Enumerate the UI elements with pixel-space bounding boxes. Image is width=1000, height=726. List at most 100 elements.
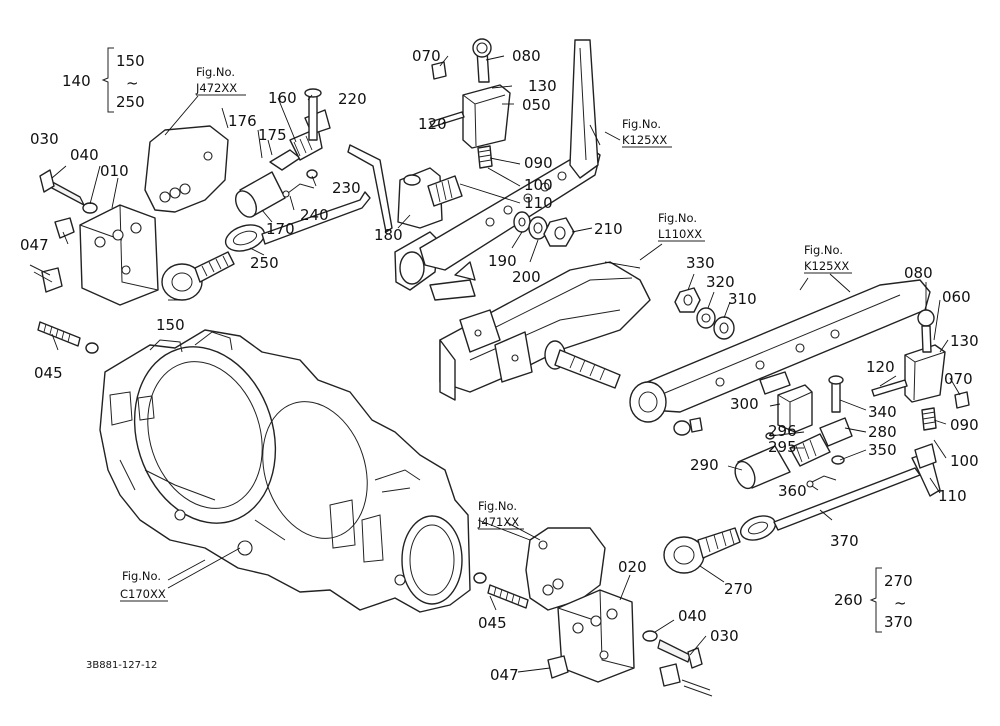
fig-ref-l110[interactable]: Fig.No. L110XX bbox=[658, 211, 705, 242]
fig-ref-code: L110XX bbox=[658, 227, 702, 241]
drawing-id: 3B881-127-12 bbox=[86, 660, 157, 671]
part-label[interactable]: 320 bbox=[706, 273, 735, 291]
part-label[interactable]: 230 bbox=[332, 179, 361, 197]
fig-ref-j471[interactable]: Fig.No. J471XX bbox=[477, 499, 524, 530]
fig-ref-code: K125XX bbox=[804, 259, 849, 273]
bracket-010 bbox=[29, 169, 159, 306]
fig-ref-k125-top[interactable]: Fig.No. K125XX bbox=[622, 117, 672, 148]
pin-220 bbox=[282, 88, 322, 198]
part-label[interactable]: 050 bbox=[522, 96, 551, 114]
part-label[interactable]: 120 bbox=[418, 115, 447, 133]
part-label[interactable]: 210 bbox=[594, 220, 623, 238]
part-label[interactable]: 180 bbox=[374, 226, 403, 244]
part-label[interactable]: 070 bbox=[944, 370, 973, 388]
part-label[interactable]: 190 bbox=[488, 252, 517, 270]
stud-045-left bbox=[37, 321, 99, 354]
fig-ref-prefix: Fig.No. bbox=[196, 65, 235, 79]
washers-330-320-310 bbox=[674, 287, 735, 340]
bracket-020 bbox=[557, 589, 635, 683]
rod-250 bbox=[224, 144, 393, 252]
part-label[interactable]: 110 bbox=[524, 194, 553, 212]
ball-joint-150 bbox=[161, 251, 235, 301]
part-label[interactable]: 040 bbox=[70, 146, 99, 164]
fig-ref-code: J471XX bbox=[477, 515, 519, 529]
part-label[interactable]: 296 bbox=[768, 422, 797, 440]
part-label[interactable]: 300 bbox=[730, 395, 759, 413]
group-top-label: 140 bbox=[62, 72, 91, 90]
bracket-300 bbox=[759, 371, 844, 433]
part-label[interactable]: 045 bbox=[478, 614, 507, 632]
part-label[interactable]: 360 bbox=[778, 482, 807, 500]
part-label[interactable]: 047 bbox=[490, 666, 519, 684]
bracket-060 bbox=[871, 309, 970, 431]
part-label[interactable]: 110 bbox=[938, 487, 967, 505]
rod-370 bbox=[739, 443, 941, 541]
lift-frame-right bbox=[629, 279, 931, 436]
part-callouts: 070 080 130 050 120 090 100 110 160 220 … bbox=[20, 47, 979, 684]
group-top-range-from: 150 bbox=[116, 52, 145, 70]
part-label[interactable]: 170 bbox=[266, 220, 295, 238]
part-label[interactable]: 040 bbox=[678, 607, 707, 625]
group-brace-bottom: 260 270 ~ 370 bbox=[834, 567, 913, 633]
turnbuckle-280-290 bbox=[734, 417, 853, 490]
fig-ref-prefix: Fig.No. bbox=[622, 117, 661, 131]
fig-ref-j472[interactable]: Fig.No. J472XX bbox=[195, 65, 246, 96]
fig-ref-c170[interactable]: Fig.No. C170XX bbox=[120, 569, 168, 602]
part-label[interactable]: 200 bbox=[512, 268, 541, 286]
part-label[interactable]: 270 bbox=[724, 580, 753, 598]
fig-ref-k125-right[interactable]: Fig.No. K125XX bbox=[804, 243, 852, 274]
part-label[interactable]: 175 bbox=[258, 126, 287, 144]
part-label[interactable]: 160 bbox=[268, 89, 297, 107]
part-label[interactable]: 310 bbox=[728, 290, 757, 308]
group-brace-top: 140 150 ~ 250 bbox=[62, 47, 145, 113]
lift-arm-l110 bbox=[439, 261, 651, 401]
part-label[interactable]: 250 bbox=[250, 254, 279, 272]
part-label[interactable]: 220 bbox=[338, 90, 367, 108]
group-bottom-range-from: 270 bbox=[884, 572, 913, 590]
part-label[interactable]: 030 bbox=[710, 627, 739, 645]
lift-frame-top bbox=[419, 39, 601, 271]
fig-ref-prefix: Fig.No. bbox=[478, 499, 517, 513]
part-label[interactable]: 090 bbox=[950, 416, 979, 434]
part-label[interactable]: 090 bbox=[524, 154, 553, 172]
fig-ref-prefix: Fig.No. bbox=[658, 211, 697, 225]
part-label[interactable]: 045 bbox=[34, 364, 63, 382]
group-bottom-range-to: 370 bbox=[884, 613, 913, 631]
part-label[interactable]: 100 bbox=[950, 452, 979, 470]
part-label[interactable]: 150 bbox=[156, 316, 185, 334]
part-label[interactable]: 080 bbox=[904, 264, 933, 282]
part-label[interactable]: 100 bbox=[524, 176, 553, 194]
washers-190-200-210 bbox=[513, 211, 575, 247]
part-label[interactable]: 047 bbox=[20, 236, 49, 254]
part-label[interactable]: 130 bbox=[528, 77, 557, 95]
part-label[interactable]: 370 bbox=[830, 532, 859, 550]
drawing-geometry bbox=[29, 38, 970, 697]
part-label[interactable]: 030 bbox=[30, 130, 59, 148]
part-label[interactable]: 130 bbox=[950, 332, 979, 350]
part-label[interactable]: 280 bbox=[868, 423, 897, 441]
part-label[interactable]: 295 bbox=[768, 438, 797, 456]
fig-ref-prefix: Fig.No. bbox=[122, 569, 161, 583]
stud-045-bottom bbox=[473, 572, 529, 609]
fig-ref-prefix: Fig.No. bbox=[804, 243, 843, 257]
group-bottom-tilde: ~ bbox=[894, 594, 907, 612]
part-label[interactable]: 290 bbox=[690, 456, 719, 474]
part-label[interactable]: 176 bbox=[228, 112, 257, 130]
part-label[interactable]: 350 bbox=[868, 441, 897, 459]
part-label[interactable]: 340 bbox=[868, 403, 897, 421]
part-label[interactable]: 010 bbox=[100, 162, 129, 180]
bracket-050 bbox=[429, 38, 511, 169]
part-label[interactable]: 080 bbox=[512, 47, 541, 65]
group-top-tilde: ~ bbox=[126, 74, 139, 92]
fig-ref-code: J472XX bbox=[195, 81, 237, 95]
part-label[interactable]: 060 bbox=[942, 288, 971, 306]
part-label[interactable]: 330 bbox=[686, 254, 715, 272]
part-label[interactable]: 120 bbox=[866, 358, 895, 376]
ball-joint-270 bbox=[663, 527, 741, 574]
plate-j471 bbox=[525, 527, 606, 611]
part-label[interactable]: 070 bbox=[412, 47, 441, 65]
part-label[interactable]: 020 bbox=[618, 558, 647, 576]
transmission-housing bbox=[99, 329, 471, 613]
part-label[interactable]: 240 bbox=[300, 206, 329, 224]
